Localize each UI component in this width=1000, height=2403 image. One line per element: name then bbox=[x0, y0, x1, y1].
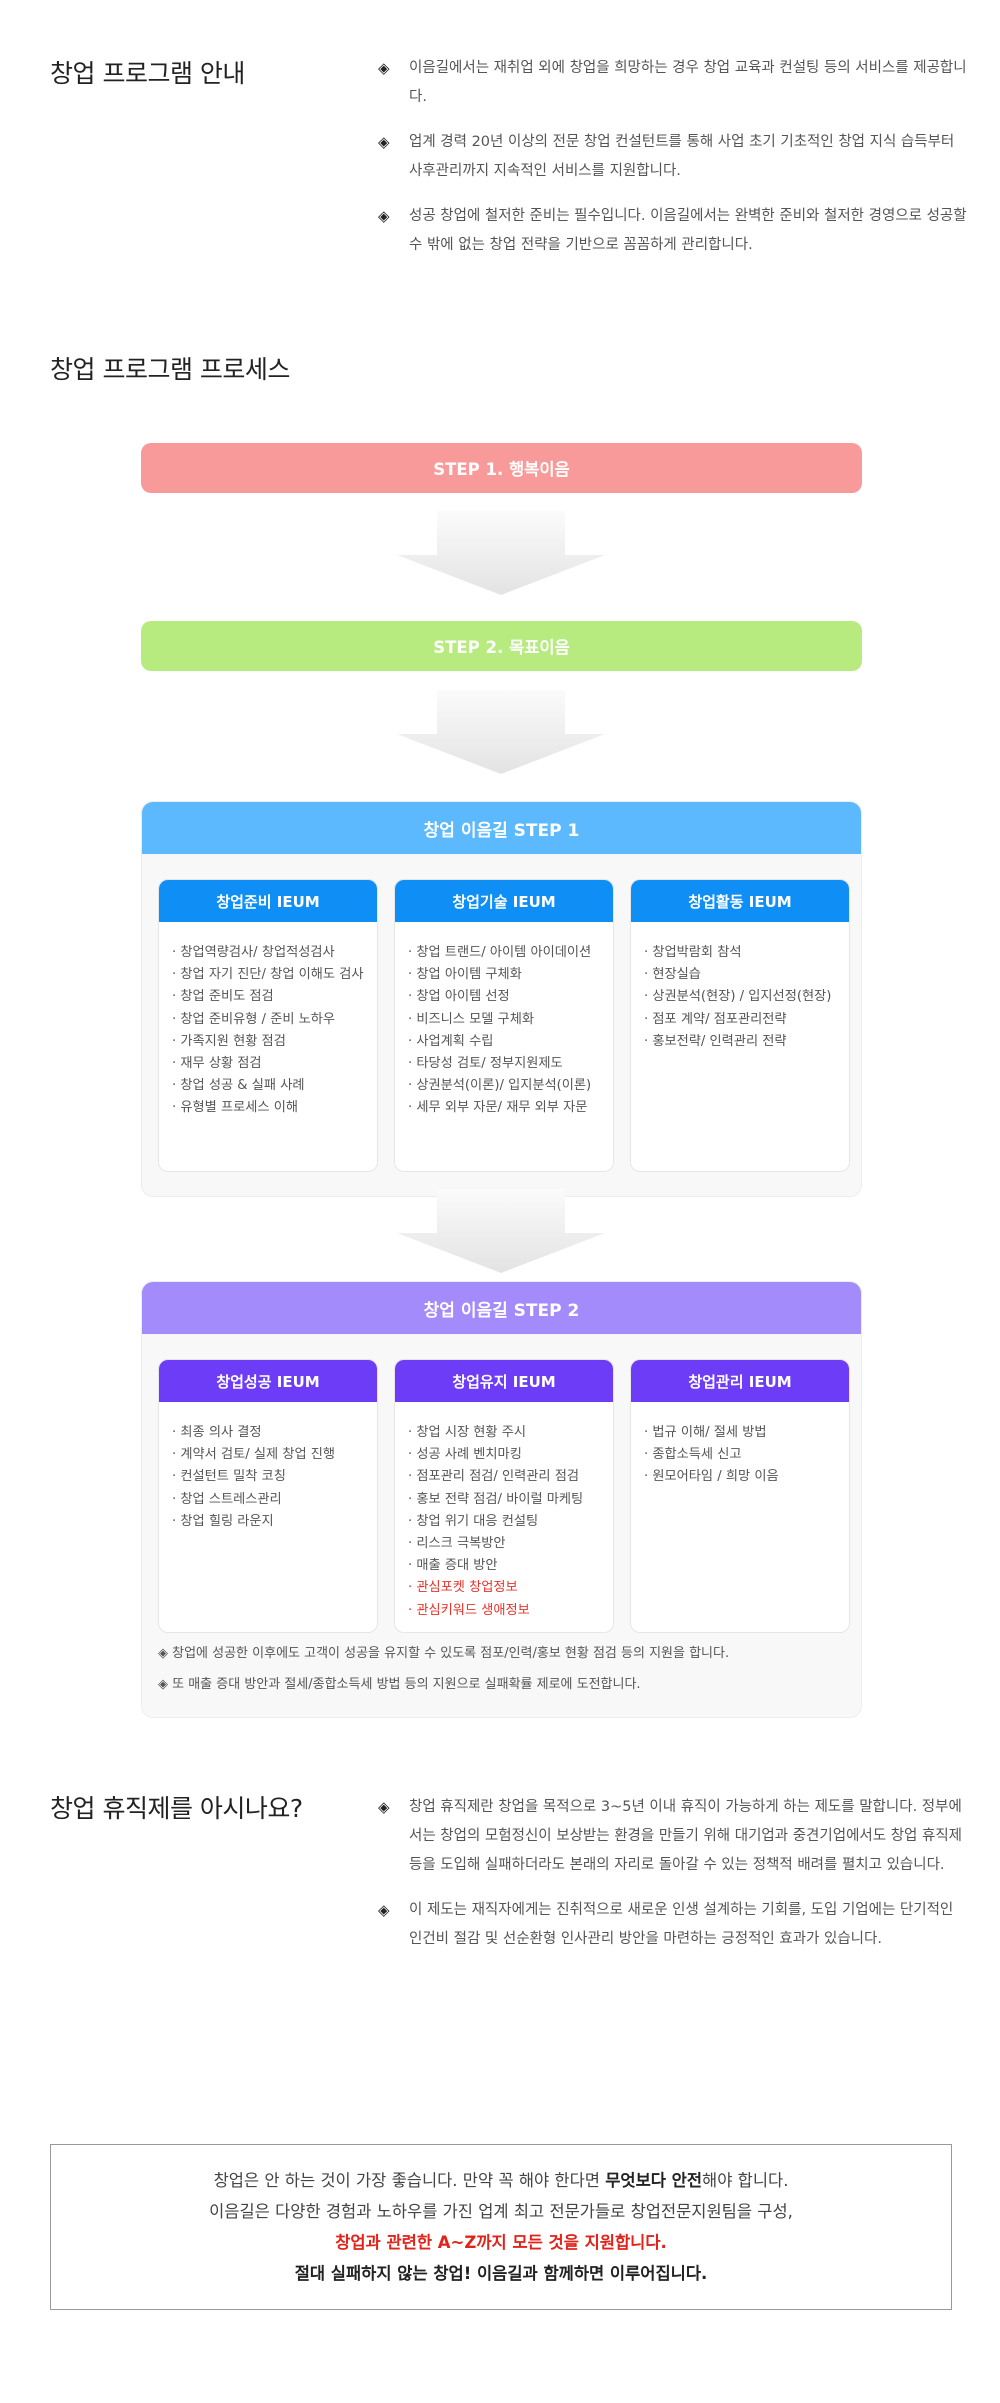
program-card: 창업기술 IEUM · 창업 트랜드/ 아이템 아이데이션 · 창업 아이템 구… bbox=[394, 879, 614, 1172]
card-item-list: · 창업 트랜드/ 아이템 아이데이션 · 창업 아이템 구체화 · 창업 아이… bbox=[395, 922, 613, 1120]
program-card: 창업유지 IEUM · 창업 시장 현황 주시 · 성공 사례 벤치마킹 · 점… bbox=[394, 1359, 614, 1633]
intro-bullet-item: ◈ 성공 창업에 철저한 준비는 필수입니다. 이음길에서는 완벽한 준비와 철저… bbox=[378, 202, 968, 260]
step2-bar: STEP 2. 목표이음 bbox=[141, 621, 862, 671]
list-item: · 점포관리 점검/ 인력관리 점검 bbox=[408, 1469, 579, 1485]
panel-notes: ◈ 창업에 성공한 이후에도 고객이 성공을 유지할 수 있도록 점포/인력/홍… bbox=[158, 1638, 729, 1700]
list-item: · 유형별 프로세스 이해 bbox=[172, 1100, 298, 1116]
intro-bullet-list: ◈ 이음길에서는 재취업 외에 창업을 희망하는 경우 창업 교육과 컨설팅 등의… bbox=[378, 54, 968, 276]
card-title: 창업준비 IEUM bbox=[159, 880, 377, 922]
closing-text: 해야 합니다. bbox=[702, 2171, 789, 2190]
list-item: · 계약서 검토/ 실제 창업 진행 bbox=[172, 1447, 336, 1463]
diamond-bullet-icon: ◈ bbox=[378, 133, 390, 151]
program-card: 창업성공 IEUM · 최종 의사 결정 · 계약서 검토/ 실제 창업 진행 … bbox=[158, 1359, 378, 1633]
note-text: ◈ 창업에 성공한 이후에도 고객이 성공을 유지할 수 있도록 점포/인력/홍… bbox=[158, 1646, 730, 1661]
card-title: 창업활동 IEUM bbox=[631, 880, 849, 922]
leave-bullet-item: ◈ 창업 휴직제란 창업을 목적으로 3~5년 이내 휴직이 가능하게 하는 제도… bbox=[378, 1793, 962, 1880]
card-item-list: · 창업 시장 현황 주시 · 성공 사례 벤치마킹 · 점포관리 점검/ 인력… bbox=[395, 1402, 613, 1622]
list-item: · 원모어타임 / 희망 이음 bbox=[644, 1469, 779, 1485]
list-item: · 가족지원 현황 점검 bbox=[172, 1033, 286, 1049]
diamond-bullet-icon: ◈ bbox=[378, 1798, 390, 1816]
closing-line-1: 창업은 안 하는 것이 가장 좋습니다. 만약 꼭 해야 한다면 무엇보다 안전… bbox=[214, 2165, 789, 2196]
down-arrow-icon bbox=[397, 690, 605, 774]
program-card: 창업활동 IEUM · 창업박람회 참석 · 현장실습 · 상권분석(현장) /… bbox=[630, 879, 850, 1172]
intro-bullet-item: ◈ 업계 경력 20년 이상의 전문 창업 컨설턴트를 통해 사업 초기 기초적인… bbox=[378, 128, 968, 186]
closing-text: 창업은 안 하는 것이 가장 좋습니다. 만약 꼭 해야 한다면 bbox=[213, 2171, 606, 2190]
leave-bullet-text: 이 제도는 재직자에게는 진취적으로 새로운 인생 설계하는 기회를, 도입 기… bbox=[409, 1902, 954, 1947]
list-item: · 창업 시장 현황 주시 bbox=[408, 1425, 527, 1440]
program-card: 창업관리 IEUM · 법규 이해/ 절세 방법 · 종합소득세 신고 · 원모… bbox=[630, 1359, 850, 1633]
intro-bullet-text: 성공 창업에 철저한 준비는 필수입니다. 이음길에서는 완벽한 준비와 철저한… bbox=[409, 208, 967, 253]
card-item-list: · 법규 이해/ 절세 방법 · 종합소득세 신고 · 원모어타임 / 희망 이… bbox=[631, 1402, 849, 1489]
intro-bullet-item: ◈ 이음길에서는 재취업 외에 창업을 희망하는 경우 창업 교육과 컨설팅 등의… bbox=[378, 54, 968, 112]
highlight-list-item: · 관심포켓 창업정보 bbox=[408, 1580, 518, 1596]
closing-line-4: 절대 실패하지 않는 창업! 이음길과 함께하면 이루어집니다. bbox=[294, 2264, 708, 2283]
list-item: · 창업 성공 & 실패 사례 bbox=[172, 1078, 305, 1094]
leave-bullet-list: ◈ 창업 휴직제란 창업을 목적으로 3~5년 이내 휴직이 가능하게 하는 제도… bbox=[378, 1793, 962, 1970]
list-item: · 창업 아이템 선정 bbox=[408, 989, 510, 1005]
process-title: 창업 프로그램 프로세스 bbox=[50, 355, 290, 384]
down-arrow-icon bbox=[397, 511, 605, 595]
list-item: · 창업 트랜드/ 아이템 아이데이션 bbox=[408, 945, 592, 960]
leave-title: 창업 휴직제를 아시나요? bbox=[50, 1794, 303, 1823]
list-item: · 매출 증대 방안 bbox=[408, 1558, 498, 1574]
closing-message-box: 창업은 안 하는 것이 가장 좋습니다. 만약 꼭 해야 한다면 무엇보다 안전… bbox=[50, 2144, 952, 2310]
card-title: 창업유지 IEUM bbox=[395, 1360, 613, 1402]
card-item-list: · 창업역량검사/ 창업적성검사 · 창업 자기 진단/ 창업 이해도 검사 ·… bbox=[159, 922, 377, 1120]
list-item: · 창업 힐링 라운지 bbox=[172, 1513, 274, 1529]
leave-bullet-text: 창업 휴직제란 창업을 목적으로 3~5년 이내 휴직이 가능하게 하는 제도를… bbox=[409, 1799, 963, 1873]
list-item: · 창업 스트레스관리 bbox=[172, 1491, 282, 1507]
closing-emphasis: 무엇보다 안전 bbox=[605, 2171, 703, 2190]
list-item: · 세무 외부 자문/ 재무 외부 자문 bbox=[408, 1100, 588, 1116]
down-arrow-icon bbox=[397, 1189, 605, 1273]
list-item: · 창업박람회 참석 bbox=[644, 945, 742, 960]
closing-line-3: 창업과 관련한 A~Z까지 모든 것을 지원합니다. bbox=[335, 2233, 667, 2252]
card-title: 창업성공 IEUM bbox=[159, 1360, 377, 1402]
list-item: · 상권분석(현장) / 입지선정(현장) bbox=[644, 989, 832, 1005]
list-item: · 컨설턴트 밀착 코칭 bbox=[172, 1469, 286, 1485]
list-item: · 창업역량검사/ 창업적성검사 bbox=[172, 945, 335, 960]
diamond-bullet-icon: ◈ bbox=[378, 1901, 390, 1919]
closing-line-2: 이음길은 다양한 경험과 노하우를 가진 업계 최고 전문가들로 창업전문지원팀… bbox=[209, 2202, 793, 2221]
list-item: · 타당성 검토/ 정부지원제도 bbox=[408, 1056, 563, 1072]
list-item: · 종합소득세 신고 bbox=[644, 1447, 742, 1463]
program-card: 창업준비 IEUM · 창업역량검사/ 창업적성검사 · 창업 자기 진단/ 창… bbox=[158, 879, 378, 1172]
intro-bullet-text: 이음길에서는 재취업 외에 창업을 희망하는 경우 창업 교육과 컨설팅 등의 … bbox=[409, 60, 967, 105]
list-item: · 현장실습 bbox=[644, 967, 701, 983]
list-item: · 점포 계약/ 점포관리전략 bbox=[644, 1011, 787, 1027]
list-item: · 법규 이해/ 절세 방법 bbox=[644, 1425, 767, 1440]
card-item-list: · 최종 의사 결정 · 계약서 검토/ 실제 창업 진행 · 컨설턴트 밀착 … bbox=[159, 1402, 377, 1533]
leave-bullet-item: ◈ 이 제도는 재직자에게는 진취적으로 새로운 인생 설계하는 기회를, 도입 … bbox=[378, 1896, 962, 1954]
list-item: · 홍보 전략 점검/ 바이럴 마케팅 bbox=[408, 1491, 584, 1507]
card-title: 창업기술 IEUM bbox=[395, 880, 613, 922]
list-item: · 비즈니스 모델 구체화 bbox=[408, 1011, 534, 1027]
list-item: · 창업 위기 대응 컨설팅 bbox=[408, 1513, 539, 1529]
list-item: · 창업 준비도 점검 bbox=[172, 989, 274, 1005]
list-item: · 상권분석(이론)/ 입지분석(이론) bbox=[408, 1078, 592, 1094]
step1-bar: STEP 1. 행복이음 bbox=[141, 443, 862, 493]
card-title: 창업관리 IEUM bbox=[631, 1360, 849, 1402]
list-item: · 홍보전략/ 인력관리 전략 bbox=[644, 1033, 787, 1049]
list-item: · 창업 자기 진단/ 창업 이해도 검사 bbox=[172, 967, 364, 983]
step1-panel: 창업 이음길 STEP 1 창업준비 IEUM · 창업역량검사/ 창업적성검사… bbox=[141, 801, 862, 1197]
step2-panel-title: 창업 이음길 STEP 2 bbox=[142, 1282, 861, 1334]
step2-panel: 창업 이음길 STEP 2 창업성공 IEUM · 최종 의사 결정 · 계약서… bbox=[141, 1281, 862, 1718]
list-item: · 리스크 극복방안 bbox=[408, 1536, 506, 1552]
list-item: · 재무 상황 점검 bbox=[172, 1056, 262, 1072]
list-item: · 창업 준비유형 / 준비 노하우 bbox=[172, 1011, 336, 1027]
intro-title: 창업 프로그램 안내 bbox=[50, 59, 245, 88]
list-item: · 창업 아이템 구체화 bbox=[408, 967, 522, 983]
card-item-list: · 창업박람회 참석 · 현장실습 · 상권분석(현장) / 입지선정(현장) … bbox=[631, 922, 849, 1053]
intro-bullet-text: 업계 경력 20년 이상의 전문 창업 컨설턴트를 통해 사업 초기 기초적인 … bbox=[409, 134, 955, 179]
step1-panel-title: 창업 이음길 STEP 1 bbox=[142, 802, 861, 854]
list-item: · 성공 사례 벤치마킹 bbox=[408, 1447, 522, 1463]
highlight-list-item: · 관심키워드 생애정보 bbox=[408, 1602, 530, 1618]
diamond-bullet-icon: ◈ bbox=[378, 59, 390, 77]
list-item: · 사업계획 수립 bbox=[408, 1033, 494, 1049]
list-item: · 최종 의사 결정 bbox=[172, 1425, 262, 1440]
diamond-bullet-icon: ◈ bbox=[378, 207, 390, 225]
note-text: ◈ 또 매출 증대 방안과 절세/종합소득세 방법 등의 지원으로 실패확률 제… bbox=[158, 1677, 641, 1692]
